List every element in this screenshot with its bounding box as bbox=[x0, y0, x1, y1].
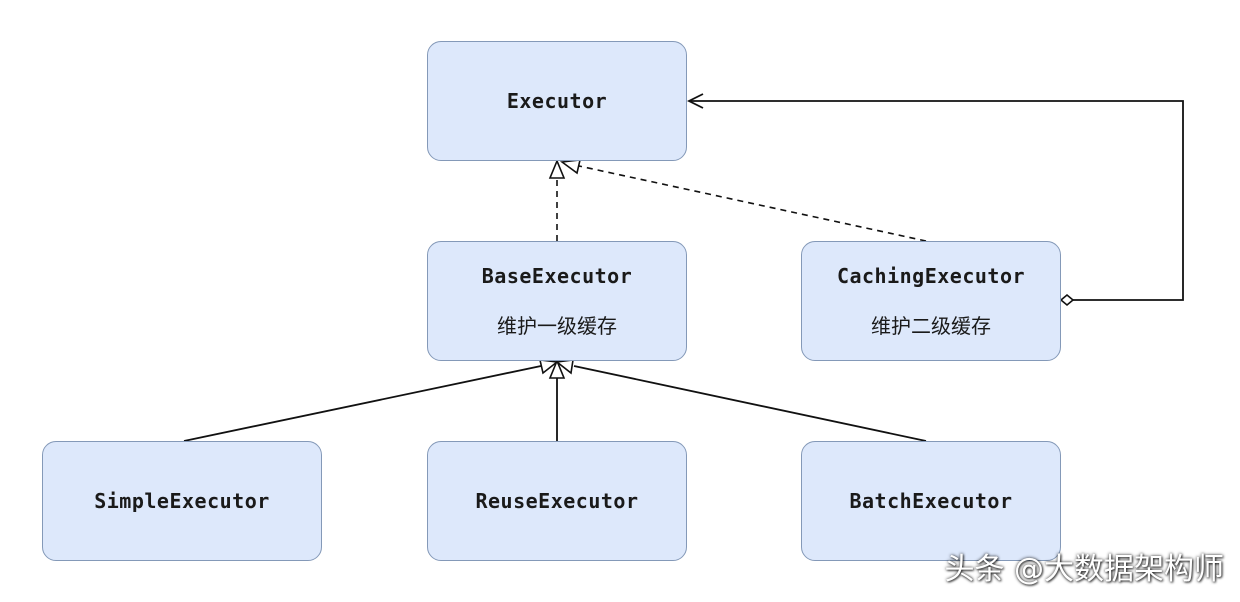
node-executor: Executor bbox=[427, 41, 687, 161]
node-simple-executor-name: SimpleExecutor bbox=[94, 489, 270, 513]
node-caching-executor: CachingExecutor 维护二级缓存 bbox=[801, 241, 1061, 361]
node-reuse-executor-name: ReuseExecutor bbox=[475, 489, 639, 513]
edge-caching-to-executor bbox=[559, 159, 927, 242]
node-base-executor-name: BaseExecutor bbox=[481, 263, 633, 288]
node-executor-name: Executor bbox=[506, 89, 608, 113]
node-base-executor: BaseExecutor 维护一级缓存 bbox=[427, 241, 687, 361]
node-simple-executor: SimpleExecutor bbox=[42, 441, 322, 561]
edge-batch-to-base bbox=[554, 359, 927, 442]
edge-reuse-to-base bbox=[548, 358, 566, 441]
node-batch-executor: BatchExecutor bbox=[801, 441, 1061, 561]
node-reuse-executor: ReuseExecutor bbox=[427, 441, 687, 561]
node-base-executor-note: 维护一级缓存 bbox=[497, 313, 617, 338]
edge-caching-aggregates-executor bbox=[686, 93, 1184, 307]
edge-simple-to-base bbox=[183, 359, 560, 442]
watermark: 头条 @大数据架构师 bbox=[944, 552, 1224, 587]
node-batch-executor-name: BatchExecutor bbox=[849, 489, 1013, 513]
node-caching-executor-note: 维护二级缓存 bbox=[871, 313, 991, 338]
edge-base-to-executor bbox=[548, 158, 566, 241]
node-caching-executor-name: CachingExecutor bbox=[836, 263, 1026, 288]
